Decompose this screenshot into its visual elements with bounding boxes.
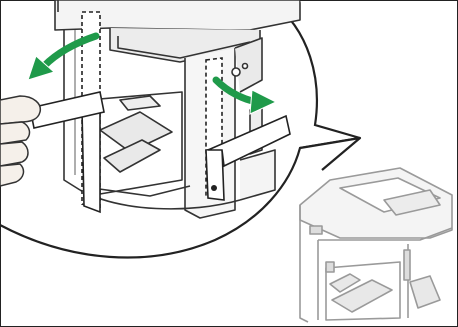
illustration: [0, 0, 458, 327]
figure: [0, 0, 458, 327]
